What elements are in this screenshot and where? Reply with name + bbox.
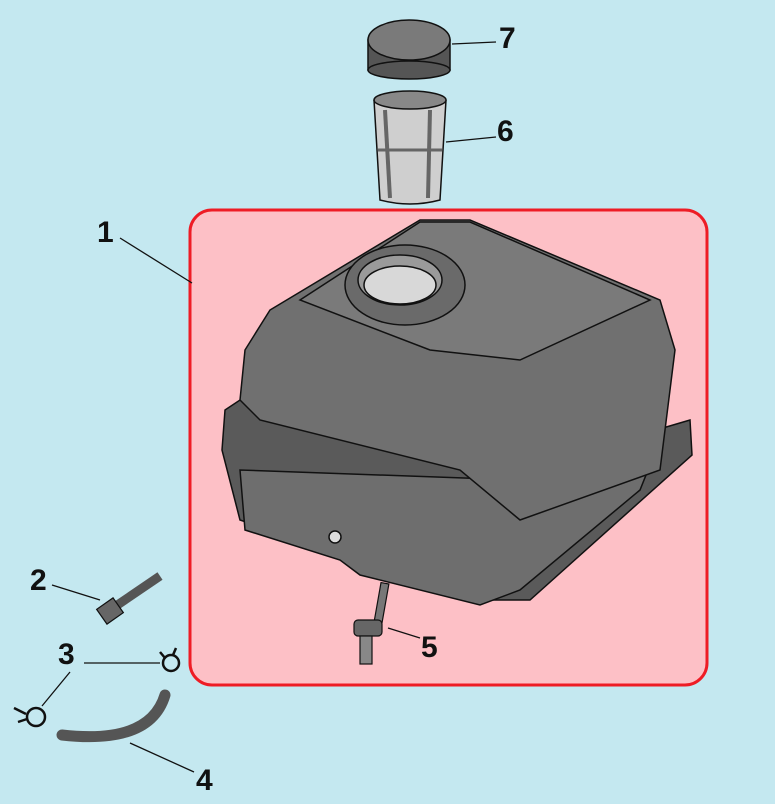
fuel-filter-part[interactable]	[373, 90, 447, 205]
fuel-hose-part[interactable]	[56, 689, 171, 743]
fuel-cap-part[interactable]	[367, 19, 451, 80]
fuel-tank-part[interactable]	[221, 219, 693, 606]
bolt-part[interactable]	[95, 572, 163, 625]
callout-1[interactable]: 1	[97, 216, 114, 249]
callout-5[interactable]: 5	[421, 631, 438, 664]
callout-2[interactable]: 2	[30, 564, 47, 597]
callout-4[interactable]: 4	[196, 764, 213, 797]
hose-clamp-part[interactable]	[13, 647, 181, 728]
fuel-valve-part[interactable]	[353, 581, 390, 665]
callout-6[interactable]: 6	[497, 115, 514, 148]
callout-7[interactable]: 7	[499, 22, 516, 55]
callout-3[interactable]: 3	[58, 638, 75, 671]
